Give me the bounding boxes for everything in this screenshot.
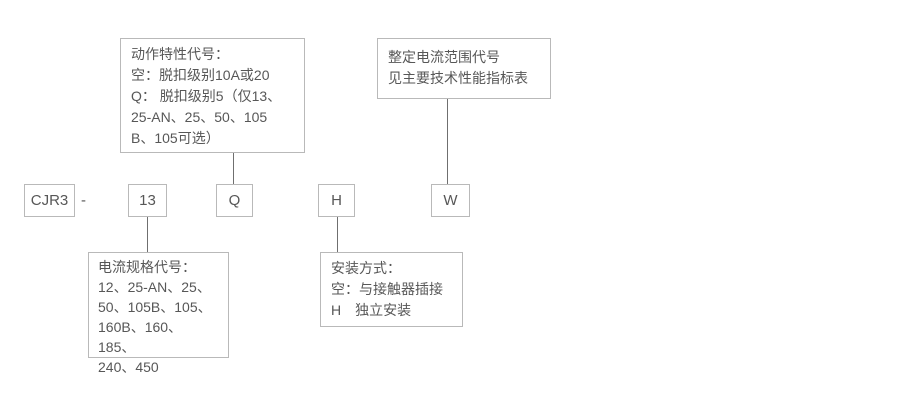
connector-line-action-to-q	[233, 153, 234, 184]
code-box-current-spec: 13	[128, 184, 167, 217]
callout-setting-current-range-code: 整定电流范围代号 见主要技术性能指标表	[377, 38, 551, 99]
callout-action-characteristic-code: 动作特性代号： 空：脱扣级别10A或20 Q： 脱扣级别5（仅13、 25-AN…	[120, 38, 305, 153]
model-separator-dash: -	[81, 192, 86, 209]
connector-line-h-to-mounting	[337, 217, 338, 252]
callout-mounting-method: 安装方式： 空：与接触器插接 H 独立安装	[320, 252, 463, 327]
model-prefix-box: CJR3	[24, 184, 75, 217]
connector-line-range-to-w	[447, 99, 448, 184]
connector-line-13-to-current-spec	[147, 217, 148, 252]
callout-current-spec-code: 电流规格代号： 12、25-AN、25、 50、105B、105、 160B、1…	[88, 252, 229, 375]
code-box-mounting: H	[318, 184, 355, 217]
code-box-current-range: W	[431, 184, 470, 217]
code-box-action-characteristic: Q	[216, 184, 253, 217]
